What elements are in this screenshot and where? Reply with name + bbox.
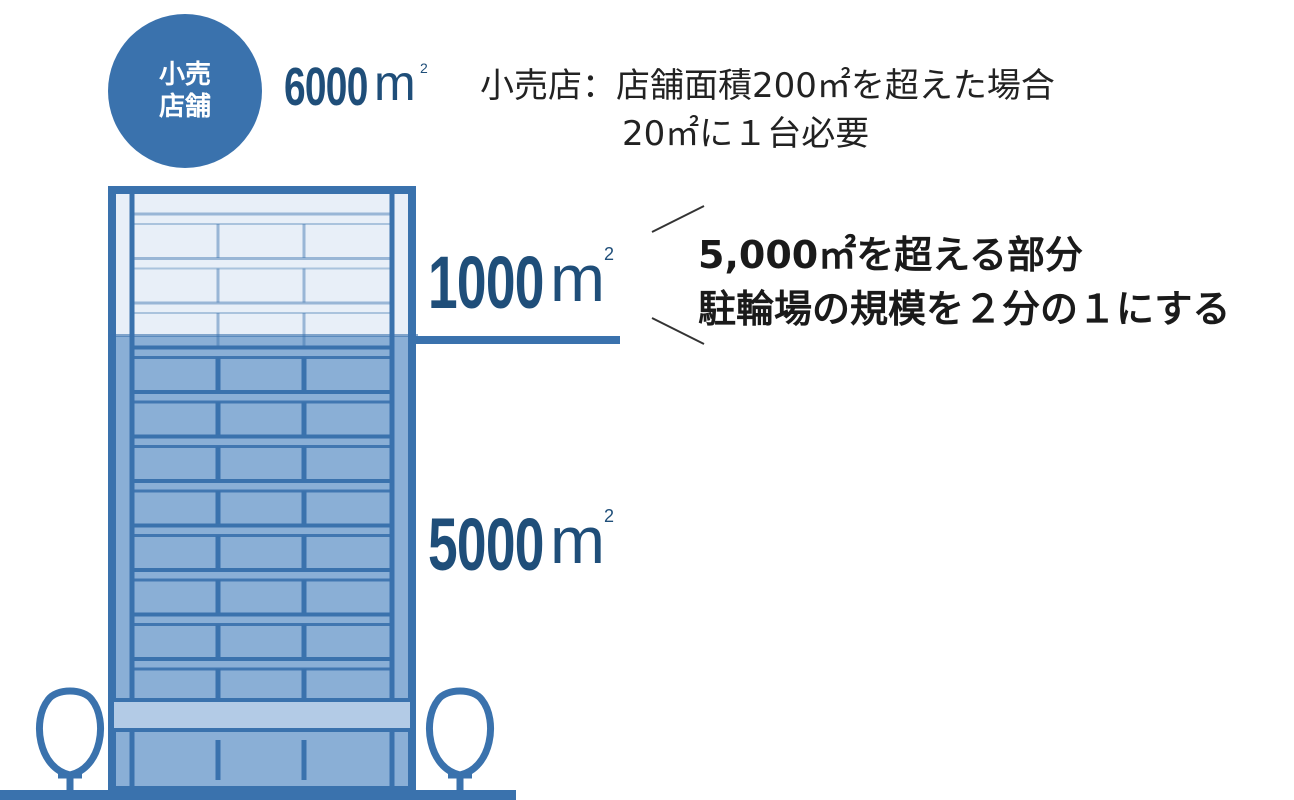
ground-line [0,790,516,800]
tree-right-icon [425,687,495,792]
note-line-1: 5,000㎡を超える部分 [698,233,1084,277]
lower-area-unit: m [550,503,605,577]
tree-left-icon [35,687,105,792]
upper-area-value: 1000 [428,241,544,324]
badge-line-2: 店舗 [158,92,211,122]
lower-area-sup: 2 [604,506,615,526]
total-area-unit: m [374,55,416,111]
reduction-note: 5,000㎡を超える部分 駐輪場の規模を２分の１にする [698,228,1230,336]
lower-area-value: 5000 [428,503,544,586]
callout-line-bottom [651,317,705,345]
total-area-value: 6000 [284,57,368,117]
retail-store-badge: 小売 店舗 [108,14,262,168]
callout-line-top [651,205,705,233]
rule-line-2: 20㎡に１台必要 [622,114,870,154]
building-outline [108,186,416,794]
note-line-2: 駐輪場の規模を２分の１にする [698,287,1231,331]
area-divider-marker [416,336,620,344]
total-area-sup: 2 [420,60,428,76]
lower-area-label: 5000 m 2 [428,502,628,586]
floor-grid [132,212,392,703]
badge-line-1: 小売 [158,60,211,90]
upper-area-label: 1000 m 2 [428,240,628,324]
upper-area-unit: m [550,241,605,315]
lobby-band [110,698,414,732]
rule-line-1: 小売店：店舗面積200㎡を超えた場合 [480,66,1055,106]
area-divider-line [108,334,418,337]
parking-rule-text: 小売店：店舗面積200㎡を超えた場合 20㎡に１台必要 [480,62,1055,158]
upper-area-sup: 2 [604,244,615,264]
total-area-label: 6000 m 2 [284,55,444,117]
building-upper-section [108,186,416,336]
